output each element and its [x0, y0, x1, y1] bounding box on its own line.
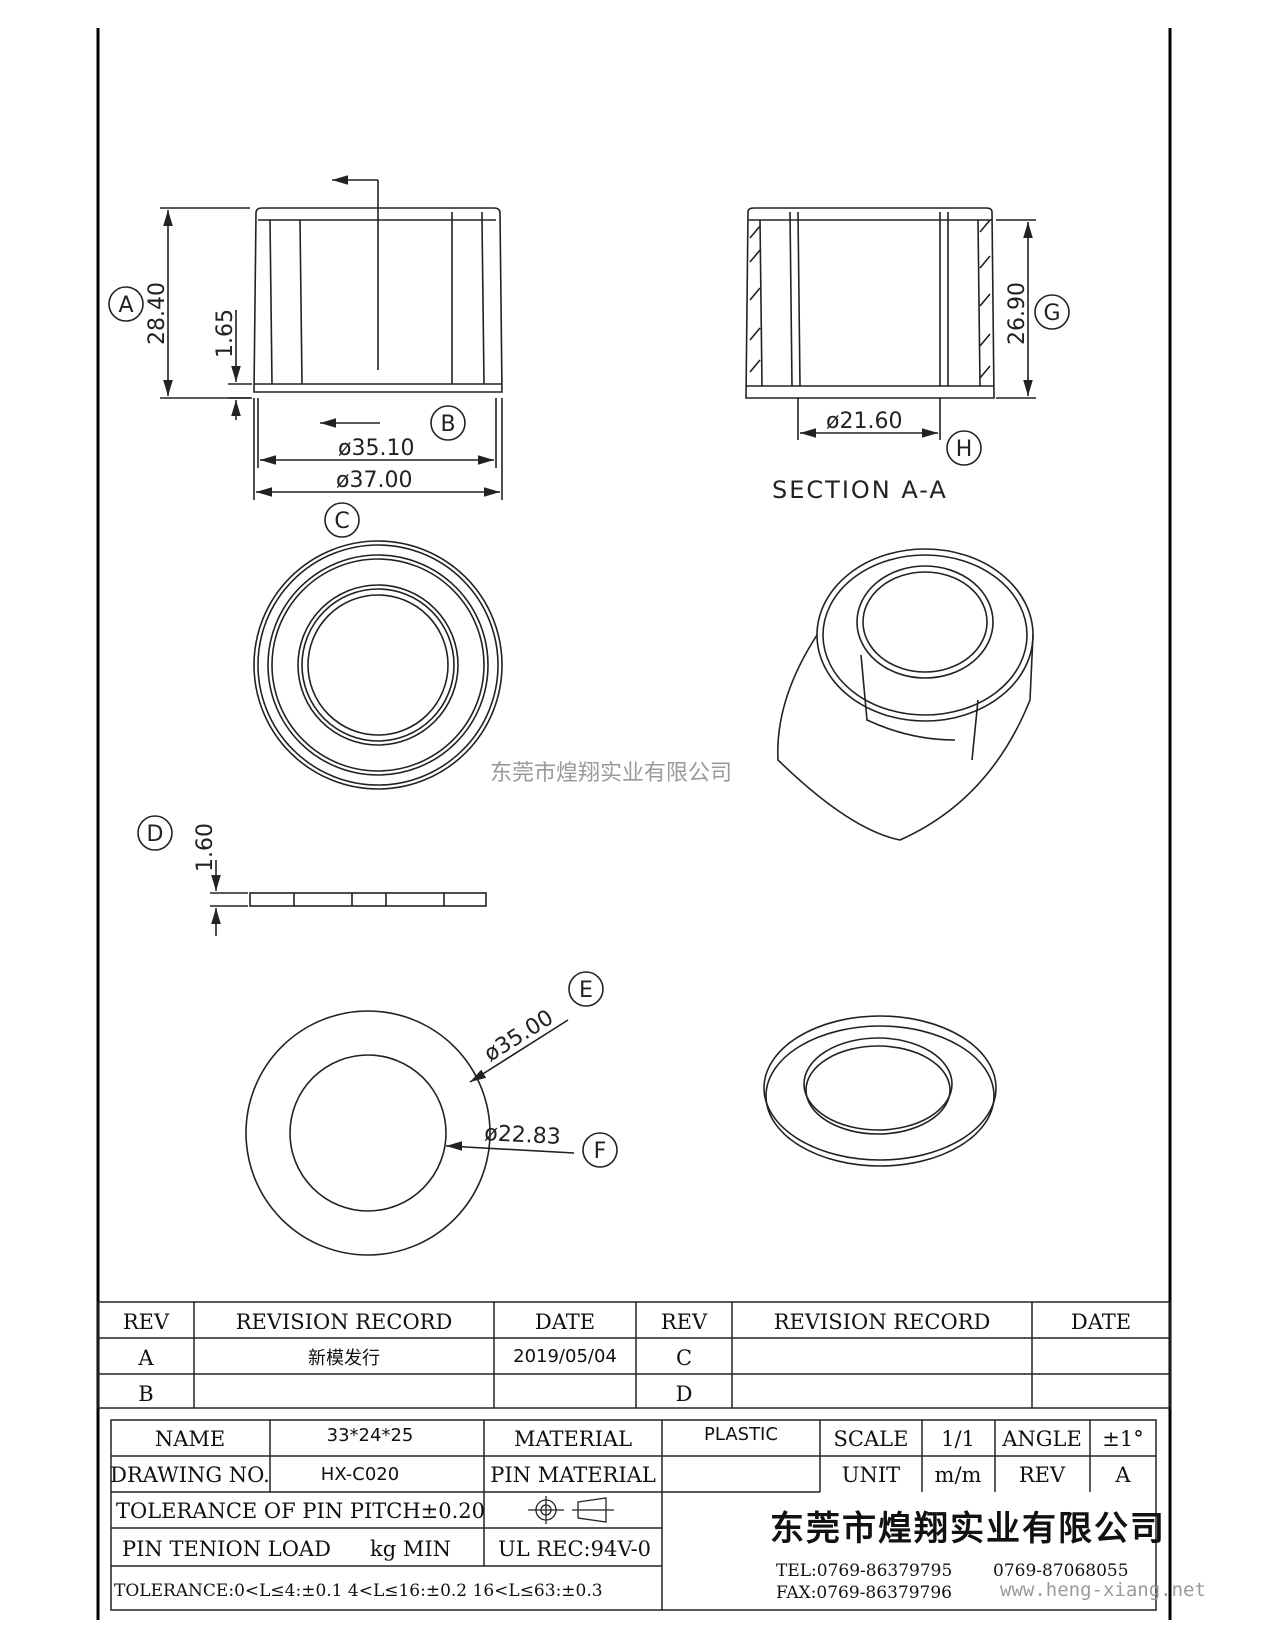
- rev-record-header-2: REVISION RECORD: [774, 1310, 991, 1334]
- callouts: [108, 286, 1070, 1168]
- dim-height-g: 26.90: [1005, 282, 1030, 345]
- washer-top-view: [245, 1010, 575, 1256]
- pin-tension-label: PIN TENION LOAD: [122, 1537, 331, 1561]
- rev-header-2: REV: [661, 1310, 708, 1334]
- company-fax: FAX:0769-86379796: [776, 1583, 952, 1603]
- washer-side-view: [210, 860, 487, 936]
- callout-h: [946, 430, 982, 466]
- pin-material-label: PIN MATERIAL: [490, 1463, 656, 1487]
- callout-e: [568, 971, 604, 1007]
- rev-row-a: A: [137, 1346, 154, 1370]
- rev-row-d: D: [676, 1382, 693, 1406]
- pin-tension-unit: kg MIN: [370, 1537, 451, 1561]
- projection-symbol: [528, 1496, 614, 1524]
- callout-g: [1034, 294, 1070, 330]
- callout-f-text: F: [594, 1139, 607, 1164]
- company-name: 东莞市煌翔实业有限公司: [770, 1509, 1166, 1549]
- scale-value: 1/1: [941, 1427, 975, 1451]
- dim-dia-b: ø35.10: [338, 436, 414, 461]
- dim-dia-c: ø37.00: [336, 468, 412, 493]
- rev-row-a-date: 2019/05/04: [513, 1346, 617, 1367]
- callout-c-text: C: [334, 509, 349, 534]
- company-tel: TEL:0769-86379795: [776, 1561, 952, 1581]
- callout-c: [324, 502, 360, 538]
- dim-dia-e: ø35.00: [480, 1005, 558, 1067]
- name-value: 33*24*25: [327, 1425, 414, 1446]
- top-view: [253, 540, 503, 790]
- drawing-no-value: HX-C020: [321, 1464, 399, 1485]
- washer-iso-view: [763, 1015, 997, 1167]
- rev-row-b: B: [138, 1382, 153, 1406]
- callout-f: [582, 1132, 618, 1168]
- angle-label: ANGLE: [1001, 1427, 1082, 1451]
- watermark-text: 东莞市煌翔实业有限公司: [490, 761, 732, 786]
- section-label: SECTION A-A: [772, 476, 948, 504]
- callout-a-text: A: [118, 293, 133, 318]
- company-website[interactable]: www.heng-xiang.net: [1000, 1579, 1206, 1601]
- rev-row-c: C: [676, 1346, 692, 1370]
- callout-d: [137, 815, 173, 851]
- rev-value: A: [1114, 1463, 1131, 1487]
- revision-table-text: REV REVISION RECORD DATE REV REVISION RE…: [123, 1310, 1131, 1406]
- unit-value: m/m: [935, 1463, 982, 1487]
- callout-a: [108, 286, 144, 322]
- callout-g-text: G: [1043, 301, 1060, 326]
- section-view: [745, 207, 1036, 440]
- rev-header-1: REV: [123, 1310, 170, 1334]
- rev-date-header-1: DATE: [535, 1310, 595, 1334]
- dim-dia-f: ø22.83: [484, 1121, 562, 1150]
- dim-washer-thk: 1.60: [193, 823, 218, 872]
- callout-letters: A B C D E F G H: [118, 293, 1060, 1164]
- front-view: [160, 175, 503, 500]
- dim-dia-h: ø21.60: [826, 409, 902, 434]
- angle-value: ±1°: [1102, 1427, 1143, 1451]
- rev-date-header-2: DATE: [1071, 1310, 1131, 1334]
- material-label: MATERIAL: [514, 1427, 632, 1451]
- name-label: NAME: [155, 1427, 225, 1451]
- tolerance-general: TOLERANCE:0<L≤4:±0.1 4<L≤16:±0.2 16<L≤63…: [114, 1581, 603, 1601]
- unit-label: UNIT: [842, 1463, 900, 1487]
- callout-e-text: E: [579, 978, 593, 1003]
- callout-b: [430, 405, 466, 441]
- rev-record-header-1: REVISION RECORD: [236, 1310, 453, 1334]
- company-tel2: 0769-87068055: [993, 1561, 1129, 1581]
- iso-view: [777, 548, 1034, 841]
- drawing-no-label: DRAWING NO.: [110, 1463, 270, 1487]
- revision-table: [97, 1301, 1171, 1409]
- dim-lip-height: 1.65: [213, 309, 238, 358]
- scale-label: SCALE: [834, 1427, 909, 1451]
- dim-height-a: 28.40: [145, 282, 170, 345]
- material-value: PLASTIC: [704, 1424, 778, 1445]
- tolerance-pin-pitch: TOLERANCE OF PIN PITCH±0.20: [116, 1499, 485, 1523]
- callout-h-text: H: [956, 437, 973, 462]
- rev-row-a-record: 新模发行: [308, 1348, 380, 1369]
- callout-b-text: B: [440, 412, 455, 437]
- title-block-text: NAME 33*24*25 MATERIAL PLASTIC SCALE 1/1…: [110, 1424, 1206, 1603]
- callout-d-text: D: [147, 822, 164, 847]
- ul-rec: UL REC:94V-0: [498, 1537, 651, 1561]
- rev-label: REV: [1019, 1463, 1066, 1487]
- title-block: [110, 1419, 1157, 1611]
